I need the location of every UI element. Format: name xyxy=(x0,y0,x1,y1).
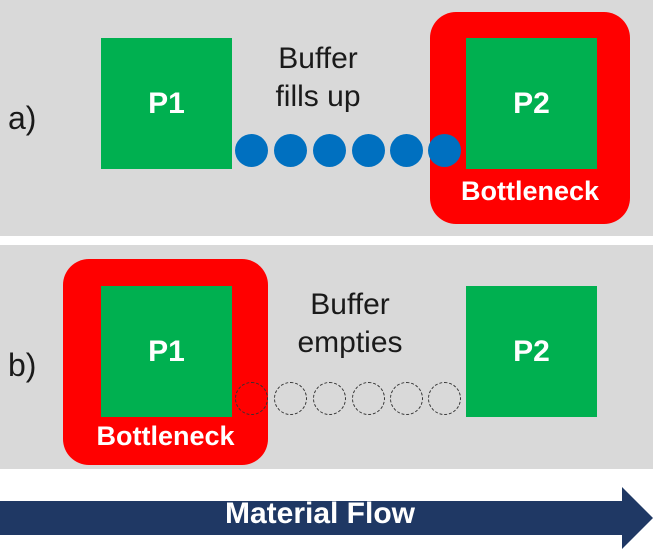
buffer-caption: Buffer empties xyxy=(282,286,418,362)
bottleneck-label: Bottleneck xyxy=(460,176,600,206)
buffer-item xyxy=(352,134,385,167)
buffer-slot xyxy=(352,382,385,415)
panel-a: a) P1 Buffer fills up P2 Bottleneck xyxy=(0,0,653,236)
buffer-caption-line1: Buffer xyxy=(310,288,390,321)
buffer-caption-line2: empties xyxy=(297,326,403,359)
process-p1: P1 xyxy=(101,38,232,169)
buffer-caption-line2: fills up xyxy=(275,80,361,113)
process-p1: P1 xyxy=(101,286,232,417)
process-p2: P2 xyxy=(466,286,597,417)
panel-b: b) P1 Bottleneck Buffer empties P2 xyxy=(0,245,653,469)
buffer-slot xyxy=(313,382,346,415)
buffer-slot xyxy=(390,382,423,415)
material-flow-label: Material Flow xyxy=(224,497,416,530)
buffer-item xyxy=(313,134,346,167)
buffer-slot xyxy=(428,382,461,415)
panel-a-label: a) xyxy=(8,100,37,136)
panel-b-label: b) xyxy=(8,347,37,383)
buffer-item xyxy=(235,134,268,167)
buffer-caption-line1: Buffer xyxy=(278,42,358,75)
buffer-item xyxy=(390,134,423,167)
arrow-shape xyxy=(0,487,653,549)
buffer-caption: Buffer fills up xyxy=(250,40,386,116)
buffer-item xyxy=(428,134,461,167)
material-flow-arrow xyxy=(0,487,653,549)
bottleneck-label: Bottleneck xyxy=(96,421,235,451)
buffer-item xyxy=(274,134,307,167)
buffer-slot xyxy=(235,382,268,415)
process-p2: P2 xyxy=(466,38,597,169)
buffer-slot xyxy=(274,382,307,415)
